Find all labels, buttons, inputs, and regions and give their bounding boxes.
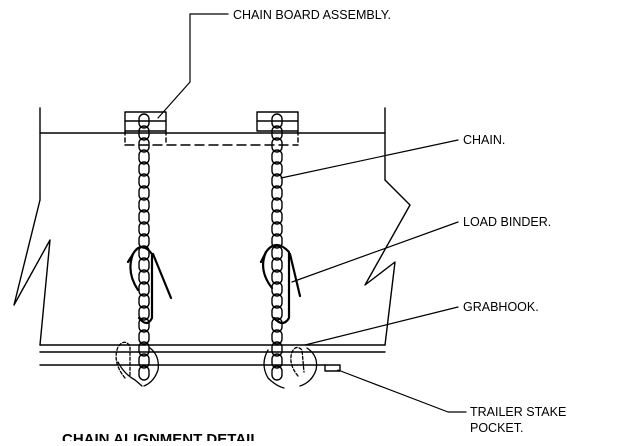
label-chain: CHAIN. xyxy=(463,133,505,147)
leader-chain xyxy=(280,139,459,179)
leader-lines xyxy=(157,13,467,413)
grabhook-right xyxy=(263,346,318,389)
leader-stake-pocket xyxy=(337,369,467,413)
stake-pocket-marker xyxy=(324,364,341,372)
leader-load-binder xyxy=(291,221,459,283)
chain-board-assembly xyxy=(124,111,299,146)
label-grabhook: GRABHOOK. xyxy=(463,300,539,314)
diagram-title: CHAIN ALIGNMENT DETAIL xyxy=(62,431,259,441)
load-outline xyxy=(13,107,411,346)
leader-chain-board xyxy=(157,13,229,119)
load-binder-left xyxy=(126,245,173,325)
label-trailer-stake-pocket-line2: POCKET. xyxy=(470,421,524,435)
label-trailer-stake-pocket-line1: TRAILER STAKE xyxy=(470,405,566,419)
chain-right xyxy=(271,113,283,381)
label-load-binder: LOAD BINDER. xyxy=(463,215,551,229)
load-binder-right xyxy=(259,243,302,325)
trailer-bed xyxy=(39,344,386,372)
grabhook-left xyxy=(115,341,159,387)
leader-grabhook xyxy=(304,306,459,346)
label-chain-board-assembly: CHAIN BOARD ASSEMBLY. xyxy=(233,8,391,22)
